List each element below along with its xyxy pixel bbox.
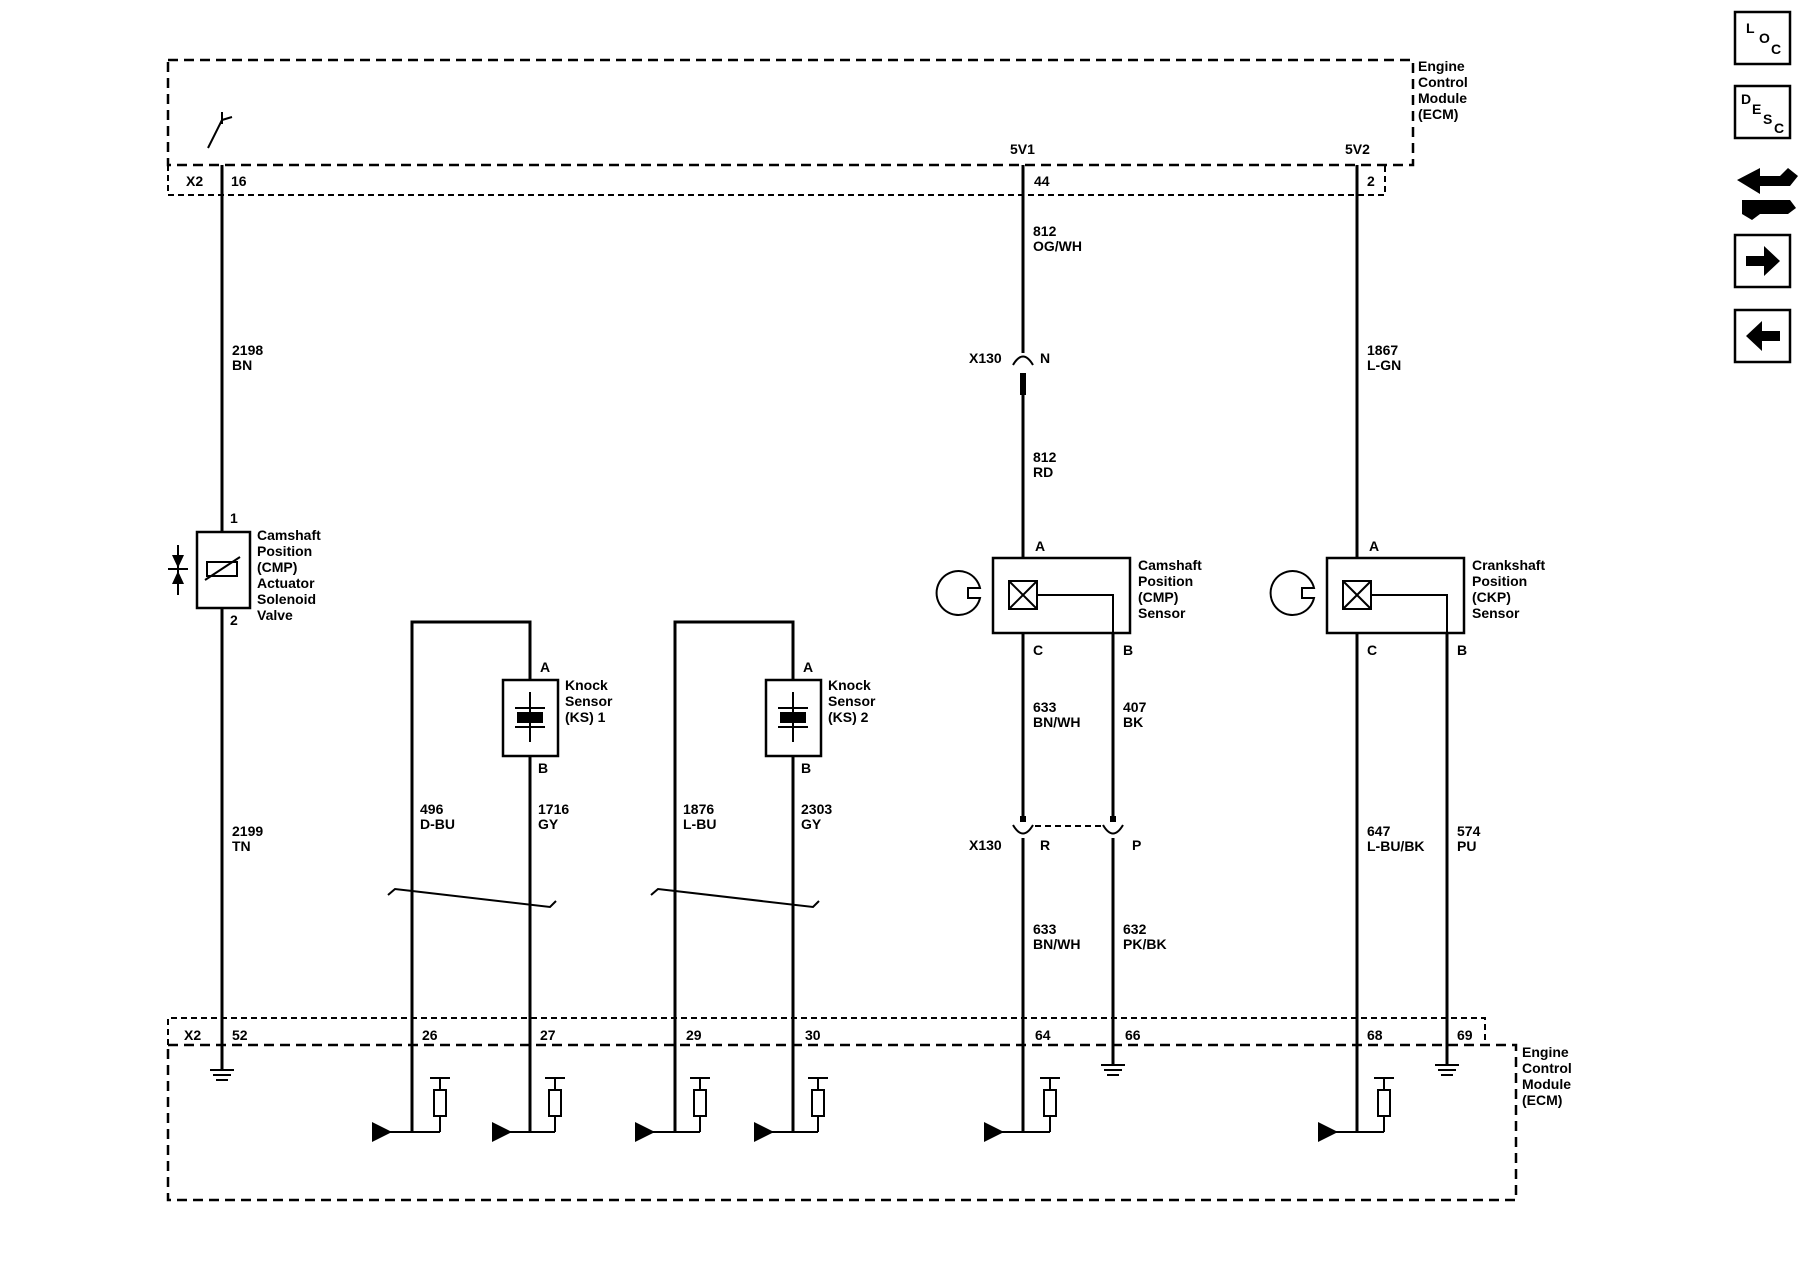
- pin-30-label: 30: [805, 1027, 821, 1043]
- pin-26-label: 26: [422, 1027, 438, 1043]
- ks2-label: Knock Sensor (KS) 2: [828, 677, 879, 725]
- wire-812-og-label: 812 OG/WH: [1033, 223, 1082, 254]
- ks1-pin-a: A: [540, 659, 550, 675]
- connector-tool-button[interactable]: [1737, 168, 1798, 220]
- nav-toolbar: L O C D E S C: [1733, 10, 1798, 364]
- cmp-sensor-pin-b: B: [1123, 642, 1133, 658]
- cmp-sensor-pin-a: A: [1035, 538, 1045, 554]
- ckp-sensor-pin-c: C: [1367, 642, 1377, 658]
- switch-icon: [207, 116, 233, 149]
- svg-text:L: L: [1746, 20, 1755, 36]
- x2-bottom-label: X2: [184, 1027, 201, 1043]
- ckp-sensor-circuit: 1867 L-GN A C B Crankshaft Position (CKP…: [1269, 165, 1549, 1142]
- back-button[interactable]: [1733, 308, 1792, 364]
- wire-2199-label: 2199 TN: [232, 823, 267, 854]
- wire-574-label: 574 PU: [1457, 823, 1484, 854]
- svg-text:D: D: [1741, 91, 1751, 107]
- x130-top-label: X130: [969, 350, 1002, 366]
- ground-icon: [1435, 1064, 1459, 1076]
- wire-1876-label: 1876 L-BU: [683, 801, 718, 832]
- pin-2-label: 2: [1367, 173, 1375, 189]
- ks2-pin-b: B: [801, 760, 811, 776]
- arrow-left-icon: [1746, 321, 1780, 351]
- reluctor-wheel-icon: [1269, 570, 1316, 616]
- pin-44-label: 44: [1034, 173, 1050, 189]
- ref-5v1-label: 5V1: [1010, 141, 1035, 157]
- pin-64-label: 64: [1035, 1027, 1051, 1043]
- arrow-right-icon: [1746, 246, 1780, 276]
- loc-button[interactable]: L O C: [1733, 10, 1792, 66]
- pin-52-label: 52: [232, 1027, 248, 1043]
- ckp-sensor-label: Crankshaft Position (CKP) Sensor: [1472, 557, 1549, 621]
- cmp-sensor-label: Camshaft Position (CMP) Sensor: [1138, 557, 1206, 621]
- svg-text:E: E: [1752, 101, 1761, 117]
- x2-top-label: X2: [186, 173, 203, 189]
- ks2-pin-a: A: [803, 659, 813, 675]
- cmp-actuator-solenoid-icon: [195, 530, 252, 610]
- cmp-actuator-pin-2: 2: [230, 612, 238, 628]
- forward-button[interactable]: [1733, 233, 1792, 289]
- wire-633-a-label: 633 BN/WH: [1033, 699, 1080, 730]
- x130-bottom-label: X130: [969, 837, 1002, 853]
- ecm-top-label: Engine Control Module (ECM): [1418, 58, 1472, 122]
- pin-68-label: 68: [1367, 1027, 1383, 1043]
- svg-text:S: S: [1763, 111, 1772, 127]
- svg-text:C: C: [1771, 41, 1781, 57]
- svg-text:C: C: [1774, 120, 1784, 136]
- wire-812-rd-label: 812 RD: [1033, 449, 1060, 480]
- wire-632-label: 632 PK/BK: [1123, 921, 1167, 952]
- wire-2198-label: 2198 BN: [232, 342, 267, 373]
- ckp-sensor-pin-b: B: [1457, 642, 1467, 658]
- ground-icon: [210, 1069, 234, 1081]
- knock-sensor-2-circuit: A B Knock Sensor (KS) 2 1876 L-BU 2303 G…: [635, 620, 879, 1142]
- pin-27-label: 27: [540, 1027, 556, 1043]
- ground-icon: [1101, 1064, 1125, 1076]
- x130-pin-r: R: [1040, 837, 1050, 853]
- ref-5v2-label: 5V2: [1345, 141, 1370, 157]
- ckp-sensor-pin-a: A: [1369, 538, 1379, 554]
- wire-2303-label: 2303 GY: [801, 801, 836, 832]
- wire-496-label: 496 D-BU: [420, 801, 455, 832]
- x130-pin-n: N: [1040, 350, 1050, 366]
- svg-text:O: O: [1759, 30, 1770, 46]
- wire-633-b-label: 633 BN/WH: [1033, 921, 1080, 952]
- pin-29-label: 29: [686, 1027, 702, 1043]
- pin-16-label: 16: [231, 173, 247, 189]
- pin-66-label: 66: [1125, 1027, 1141, 1043]
- knock-sensor-1-circuit: A B Knock Sensor (KS) 1 496 D-BU 1716 GY: [372, 620, 616, 1142]
- ecm-bottom-label: Engine Control Module (ECM): [1522, 1044, 1576, 1108]
- ecm-bottom-module: Engine Control Module (ECM) X2 52 26 27 …: [166, 1017, 1576, 1202]
- ecm-top-module: Engine Control Module (ECM) X2 16 5V1 44…: [166, 58, 1472, 196]
- x130-pin-p: P: [1132, 837, 1141, 853]
- cmp-actuator-pin-1: 1: [230, 510, 238, 526]
- wire-1716-label: 1716 GY: [538, 801, 573, 832]
- cmp-actuator-label: Camshaft Position (CMP) Actuator Solenoi…: [257, 527, 325, 623]
- connector-tool-icon: [1737, 168, 1798, 220]
- cmp-sensor-circuit: 812 OG/WH X130 N 812 RD A C B Camshaft P…: [935, 165, 1206, 1142]
- cmp-actuator-circuit: 2198 BN 2199 TN 1 2 Camshaft Position (C…: [168, 165, 325, 1081]
- ks1-pin-b: B: [538, 760, 548, 776]
- twisted-pair-icon: [650, 887, 820, 909]
- wire-407-label: 407 BK: [1123, 699, 1150, 730]
- ks1-label: Knock Sensor (KS) 1: [565, 677, 616, 725]
- wire-647-label: 647 L-BU/BK: [1367, 823, 1425, 854]
- desc-button[interactable]: D E S C: [1733, 84, 1792, 140]
- wire-1867-label: 1867 L-GN: [1367, 342, 1402, 373]
- cmp-sensor-pin-c: C: [1033, 642, 1043, 658]
- twisted-pair-icon: [387, 887, 557, 909]
- pin-69-label: 69: [1457, 1027, 1473, 1043]
- reluctor-wheel-icon: [935, 570, 982, 616]
